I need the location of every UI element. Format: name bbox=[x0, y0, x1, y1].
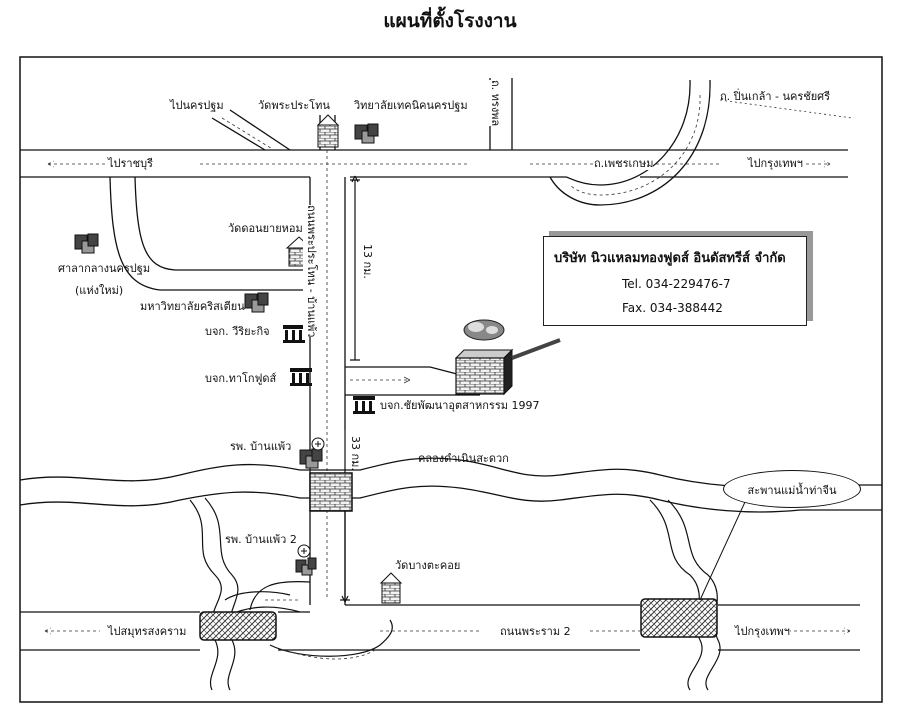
bridge-icon bbox=[309, 472, 353, 512]
company-tel: Tel. 034-229476-7 bbox=[622, 277, 731, 291]
label-to-bangkok-bottom: ไปกรุงเทพฯ bbox=[735, 625, 790, 638]
company-icon bbox=[283, 325, 305, 343]
rama2-road bbox=[20, 604, 860, 651]
company-name: บริษัท นิวแหลมทองฟูดส์ อินดัสทรีส์ จำกัด bbox=[554, 251, 786, 266]
label-distance-33: 33 กม. bbox=[349, 436, 362, 471]
label-technical-college: วิทยาลัยเทคนิคนครปฐม bbox=[354, 99, 468, 112]
label-court-line2: (แห่งใหม่) bbox=[75, 284, 124, 297]
distance-markers bbox=[340, 175, 360, 603]
label-canal: คลองดำเนินสะดวก bbox=[418, 452, 509, 465]
label-rama2-road: ถนนพระราม 2 bbox=[500, 625, 571, 638]
hospital-building-icon bbox=[299, 448, 323, 469]
winding-tributaries bbox=[189, 497, 721, 691]
building-icon bbox=[354, 123, 379, 144]
building-icon bbox=[244, 292, 269, 313]
label-wat-don-yai-hom: วัดดอนยายหอม bbox=[228, 222, 303, 235]
bridge-callout-label: สะพานแม่น้ำท่าจีน bbox=[747, 484, 837, 497]
label-to-bangkok-top: ไปกรุงเทพฯ bbox=[748, 157, 803, 170]
temple-icon bbox=[316, 114, 340, 148]
company-info-box: บริษัท นิวแหลมทองฟูดส์ อินดัสทรีส์ จำกัด… bbox=[543, 236, 807, 326]
building-icon bbox=[74, 233, 99, 254]
label-christian-university: มหาวิทยาลัยคริสเตียน bbox=[140, 300, 245, 313]
label-wat-phra-prathon: วัดพระประโทน bbox=[258, 99, 330, 112]
bridge-callout: สะพานแม่น้ำท่าจีน bbox=[723, 470, 861, 508]
temple-icon bbox=[379, 572, 403, 604]
label-to-nakhon-pathom: ไปนครปฐม bbox=[170, 99, 224, 112]
label-wiriyakit: บจก. วีริยะกิจ bbox=[205, 325, 270, 338]
label-pinklao-road: ถ. ปิ่นเกล้า - นครชัยศรี bbox=[720, 90, 831, 103]
label-thako-foods: บจก.ทาโกฟูดส์ bbox=[205, 372, 277, 385]
label-to-ratchaburi: ไปราชบุรี bbox=[108, 157, 153, 170]
company-icon bbox=[290, 368, 312, 386]
label-distance-13: 13 กม. bbox=[361, 244, 374, 279]
bridge-icon bbox=[640, 598, 718, 638]
label-phra-prathon-road: ถนนพระประโทน - บ้านแพ้ว bbox=[303, 205, 321, 338]
label-chaiphatthana: บจก.ชัยพัฒนาอุตสาหกรรม 1997 bbox=[380, 399, 540, 412]
label-hospital-1: รพ. บ้านแพ้ว bbox=[230, 440, 292, 453]
label-court-line1: ศาลากลางนครปฐม bbox=[58, 262, 151, 275]
factory-icon bbox=[454, 348, 514, 396]
map-frame bbox=[19, 56, 883, 703]
label-north-road: ถ. ทรงพล bbox=[487, 80, 505, 127]
company-icon bbox=[353, 396, 375, 414]
label-phetkasem-road: ถ.เพชรเกษม bbox=[594, 157, 654, 170]
phetkasem-road bbox=[20, 149, 848, 178]
hospital-icon bbox=[311, 437, 325, 451]
pinklao-road bbox=[549, 79, 711, 206]
page-title: แผนที่ตั้งโรงงาน bbox=[383, 10, 517, 32]
label-to-samut-songkhram: ไปสมุทรสงคราม bbox=[108, 625, 187, 638]
court-road bbox=[109, 176, 310, 291]
hospital-icon bbox=[297, 544, 311, 558]
phetkasem-arrows bbox=[47, 160, 831, 168]
label-hospital-2: รพ. บ้านแพ้ว 2 bbox=[225, 533, 297, 546]
tree-icon bbox=[463, 319, 505, 341]
label-wat-bang-takhoi: วัดบางตะคอย bbox=[395, 559, 461, 572]
company-fax: Fax. 034-388442 bbox=[622, 301, 723, 315]
bridge-icon bbox=[199, 611, 277, 641]
hospital-building-icon bbox=[295, 557, 317, 576]
road-to-nakhon-pathom bbox=[211, 109, 291, 151]
damnoen-saduak-canal bbox=[19, 457, 882, 513]
